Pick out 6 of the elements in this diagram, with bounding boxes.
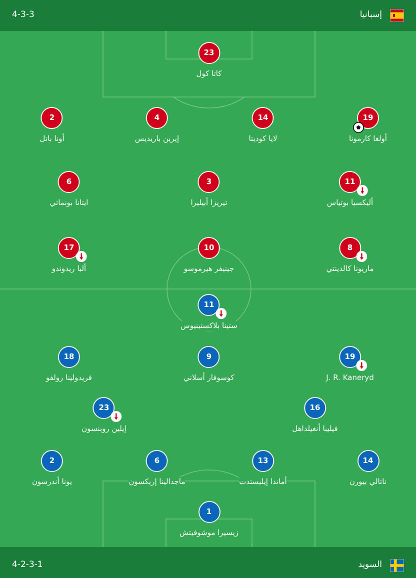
formation-label: 4-2-3-1 bbox=[12, 560, 43, 570]
header-bar bbox=[0, 0, 416, 31]
team-name: السويد bbox=[358, 560, 382, 570]
formation-label: 4-3-3 bbox=[12, 10, 34, 20]
team-name: إسبانيا bbox=[360, 10, 382, 20]
header-bar bbox=[0, 547, 416, 578]
